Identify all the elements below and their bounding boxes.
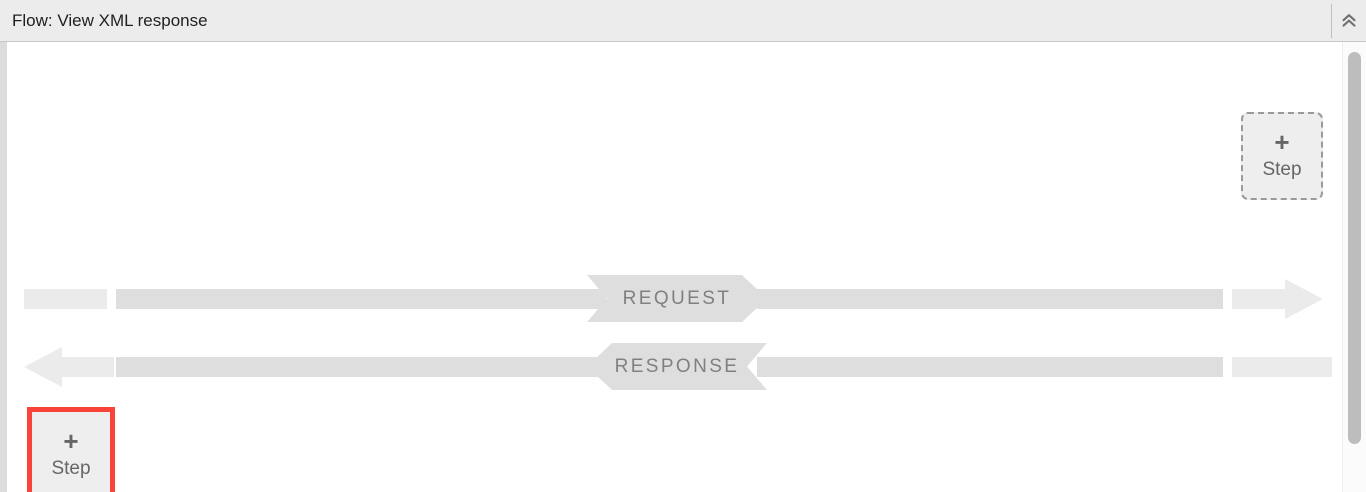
- page-title: Flow: View XML response: [12, 11, 208, 30]
- chevron-double-up-icon: [1340, 12, 1358, 30]
- panel-header: Flow: View XML response: [0, 0, 1366, 42]
- collapse-panel-button[interactable]: [1332, 0, 1366, 42]
- header-divider: [1331, 4, 1332, 38]
- plus-icon: +: [63, 425, 79, 456]
- add-step-label: Step: [51, 457, 91, 479]
- response-segment-end: [1232, 357, 1332, 377]
- lane-response: RESPONSE: [7, 339, 1366, 395]
- flow-canvas: + Step REQUEST: [0, 42, 1366, 492]
- request-segment-end: [1232, 289, 1292, 309]
- response-segment-right: [757, 357, 1223, 377]
- request-label: REQUEST: [622, 287, 732, 309]
- response-arrowhead-icon: [24, 345, 62, 389]
- response-segment-start: [59, 357, 114, 377]
- request-segment-start: [24, 289, 107, 309]
- request-segment-left: [116, 289, 606, 309]
- lane-request: REQUEST: [7, 271, 1366, 327]
- plus-icon: +: [1274, 127, 1290, 157]
- scrollbar-thumb[interactable]: [1348, 52, 1361, 444]
- vertical-scrollbar[interactable]: [1342, 42, 1366, 492]
- response-banner: RESPONSE: [587, 343, 767, 390]
- request-banner: REQUEST: [587, 275, 767, 322]
- request-arrowhead-icon: [1285, 277, 1323, 321]
- add-step-button-top[interactable]: + Step: [1241, 112, 1323, 200]
- add-step-label: Step: [1262, 159, 1302, 180]
- request-segment-right: [757, 289, 1223, 309]
- response-label: RESPONSE: [614, 355, 740, 377]
- add-step-button-bottom[interactable]: + Step: [27, 407, 115, 492]
- response-segment-left: [116, 357, 606, 377]
